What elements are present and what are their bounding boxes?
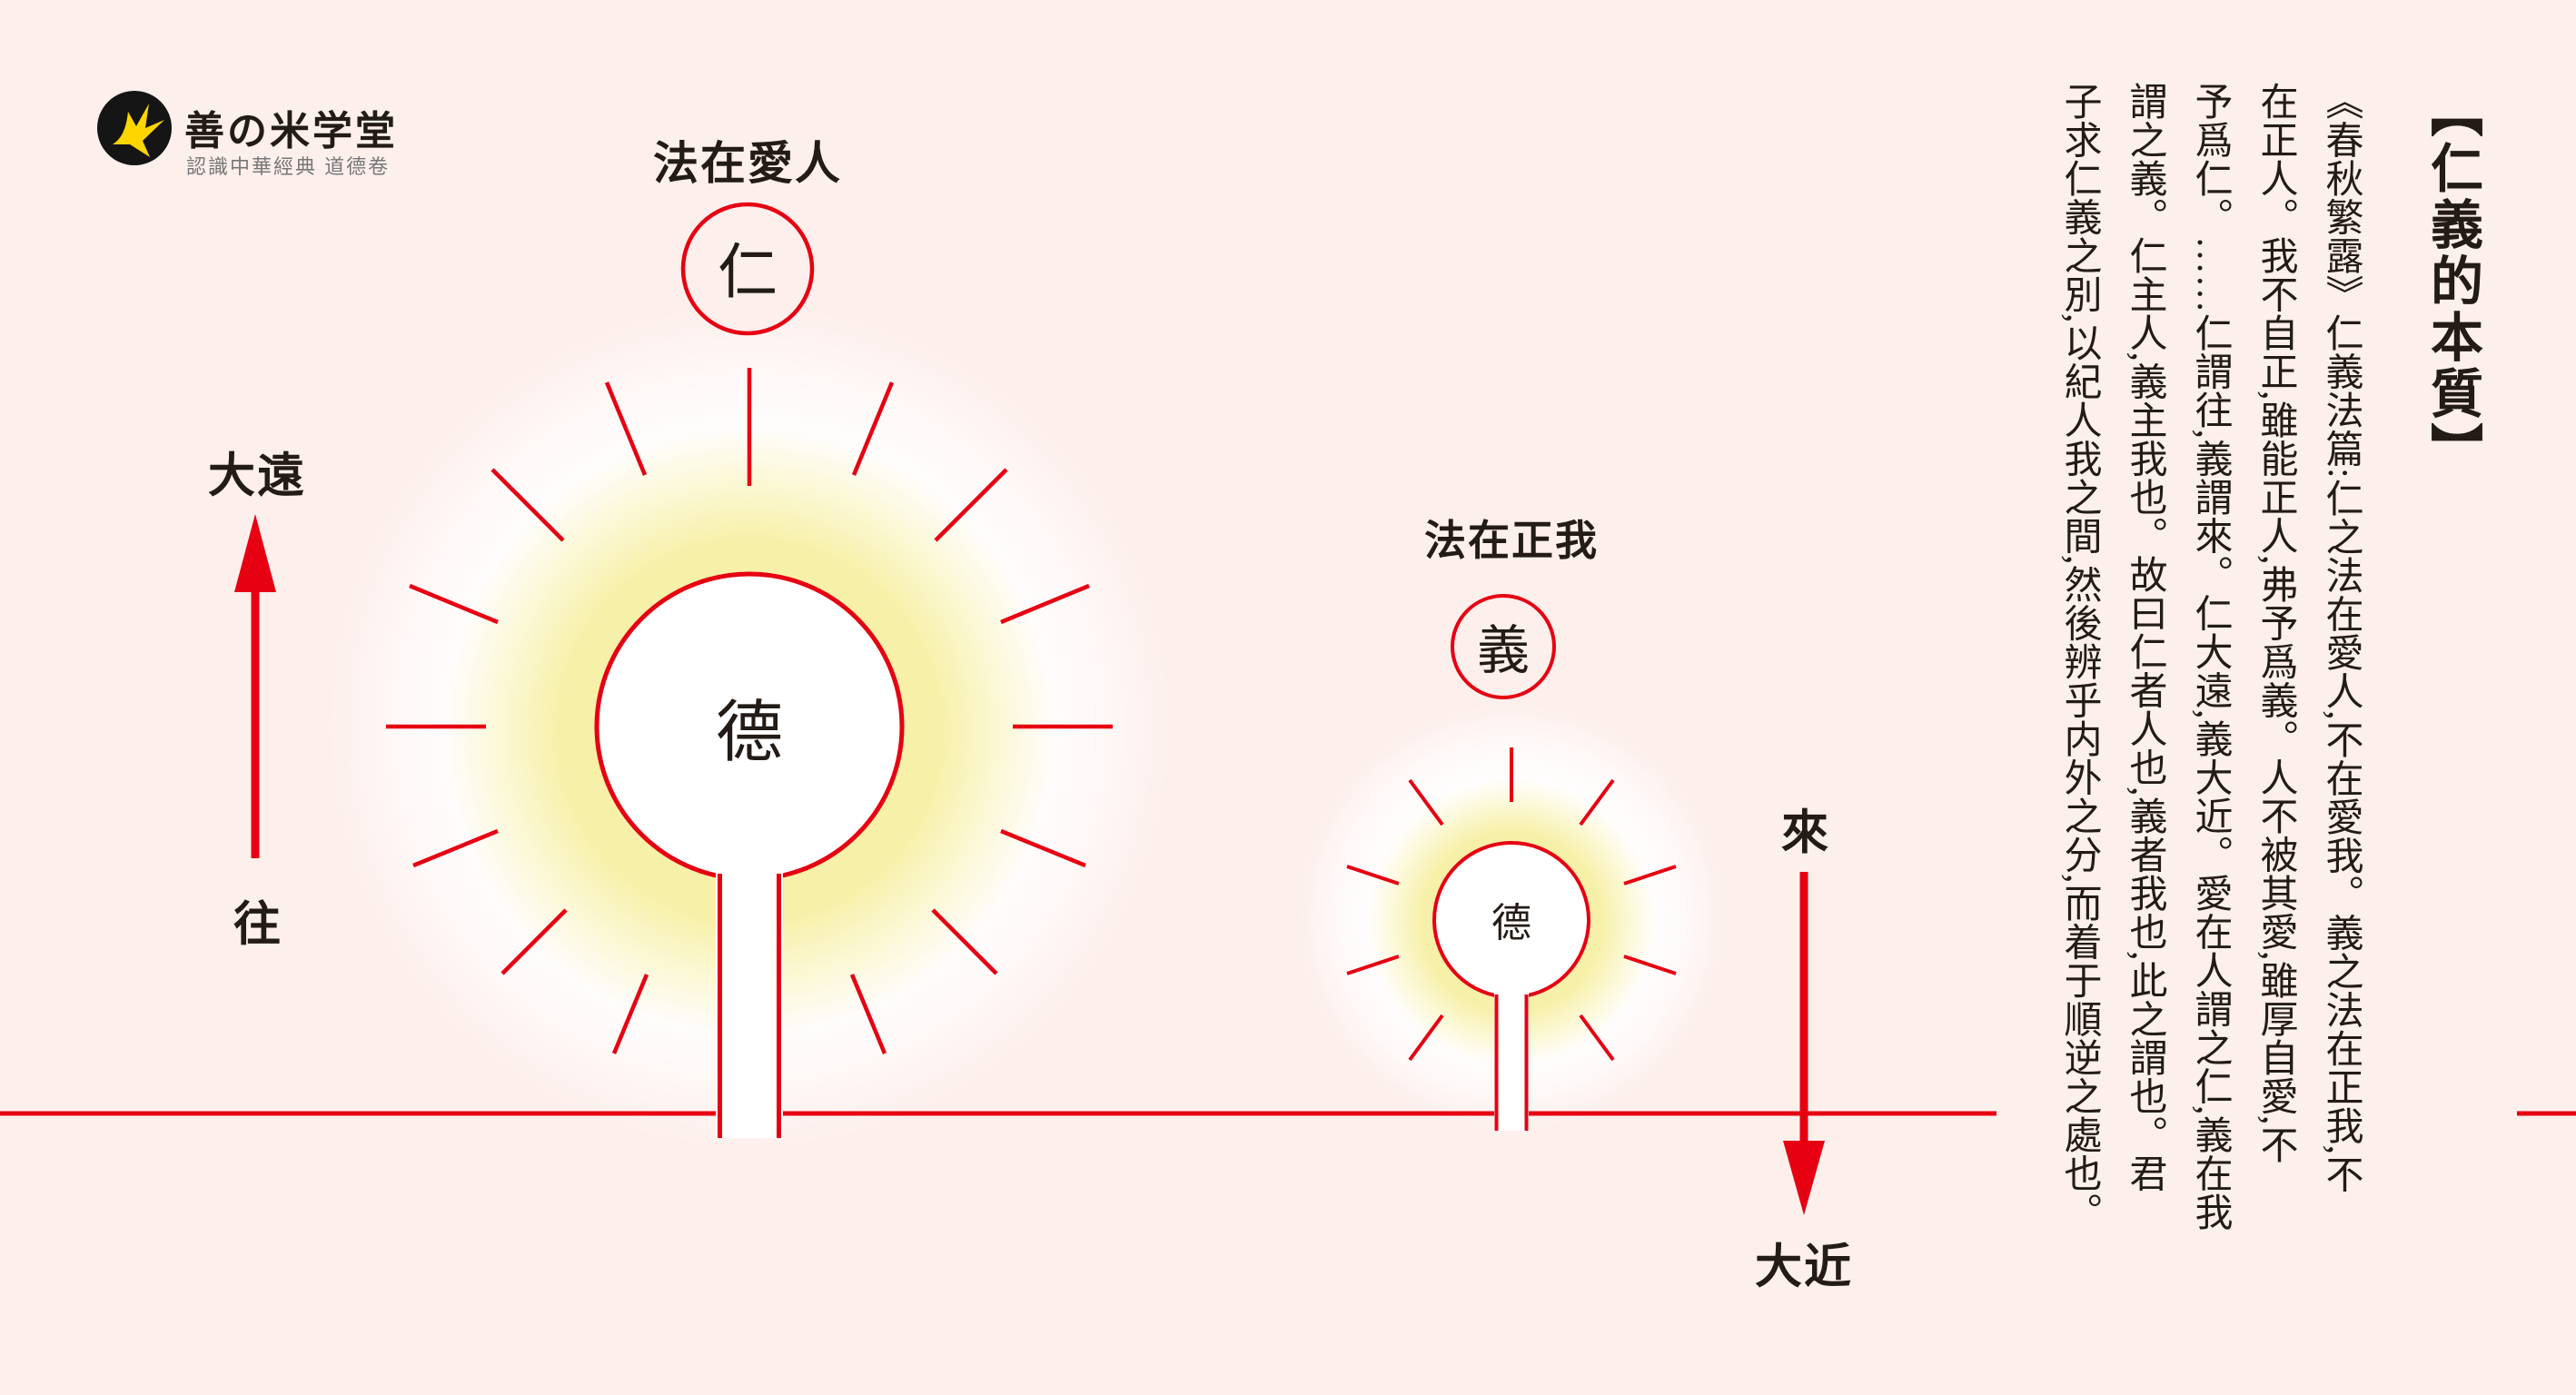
- axis-right-bottom-label: 大近: [1754, 1241, 1854, 1294]
- axis-left-top-label: 大遠: [207, 450, 307, 503]
- article-title: 【仁義的本質】: [2422, 84, 2482, 479]
- ren-rays: [386, 368, 1113, 1054]
- yi-core-label: 德: [1491, 901, 1531, 945]
- ren-label: 仁: [718, 238, 778, 305]
- article-column: 在正人。我不自正,雖能正人,弗予爲義。人不被其愛,雖厚自愛,不: [2254, 82, 2296, 1164]
- brand-subtitle: 認識中華經典 道德卷: [186, 155, 391, 178]
- article-column: 子求仁義之別,以紀人我之間,然後辨乎内外之分,而着于順逆之處也。: [2058, 82, 2100, 1232]
- logo: [96, 90, 173, 166]
- yi-label: 義: [1476, 621, 1531, 680]
- yi-rays: [1346, 747, 1677, 1062]
- axis-left-bottom-label: 往: [233, 898, 283, 952]
- article-column: 《春秋繁露》仁義法篇:仁之法在愛人,不在愛我。義之法在正我,不: [2320, 82, 2362, 1194]
- article-column: 予爲仁。……仁謂往,義謂來。仁大遠,義大近。愛在人謂之仁,義在我: [2189, 82, 2231, 1232]
- brand-name: 善の米学堂: [184, 109, 398, 153]
- yi-bubble: [1451, 594, 1556, 699]
- bird-icon: [97, 91, 172, 165]
- article-column: 謂之義。仁主人,義主我也。故曰仁者人也,義者我也,此之謂也。君: [2124, 82, 2165, 1192]
- yi-core: [1432, 841, 1590, 1131]
- ren-caption: 法在愛人: [653, 138, 842, 189]
- ren-core: [594, 571, 905, 1138]
- axis-right-top-label: 來: [1780, 806, 1831, 860]
- arrow-up: [234, 514, 276, 858]
- ren-bubble: [680, 202, 815, 336]
- article-body: 《春秋繁露》仁義法篇:仁之法在愛人,不在愛我。義之法在正我,不 在正人。我不自正…: [2037, 82, 2373, 1390]
- arrow-down: [1783, 872, 1825, 1215]
- ren-core-label: 德: [716, 694, 783, 770]
- yi-caption: 法在正我: [1424, 517, 1599, 564]
